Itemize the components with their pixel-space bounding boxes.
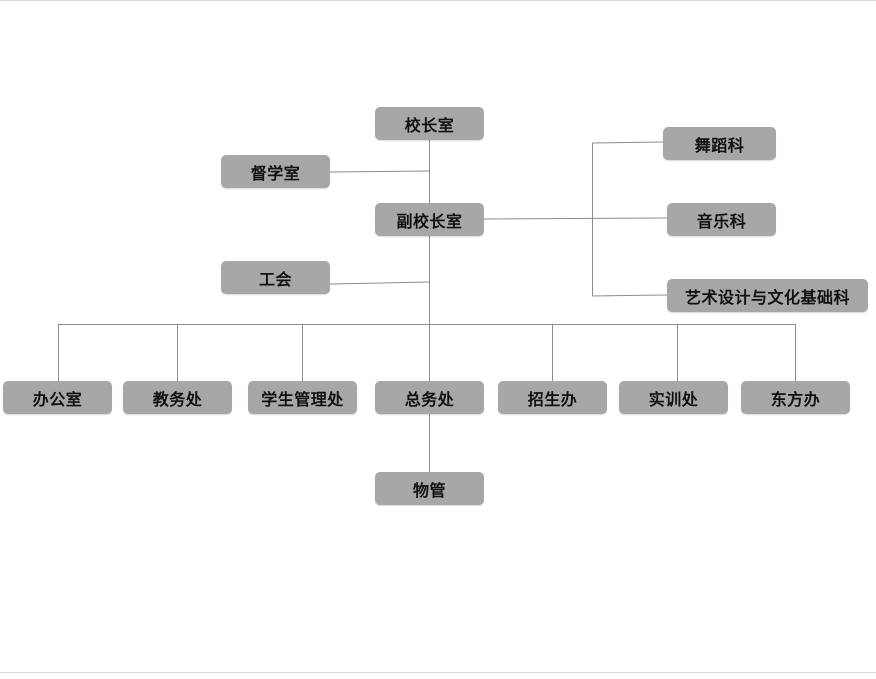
admission-office-box: 招生办	[498, 381, 607, 414]
office-box: 办公室	[3, 381, 112, 414]
dance-department-box: 舞蹈科	[663, 127, 776, 160]
dance-connector	[592, 141, 664, 144]
art-connector	[592, 294, 668, 297]
vice-principal-office-box: 副校长室	[375, 203, 484, 236]
principal-office-box: 校长室	[375, 107, 484, 140]
supervision-office-box: 督学室	[221, 155, 330, 188]
art-design-department-box: 艺术设计与文化基础科	[667, 279, 868, 312]
student-affairs-box: 学生管理处	[248, 381, 357, 414]
union-box: 工会	[221, 261, 330, 294]
training-office-box: 实训处	[619, 381, 728, 414]
music-department-box: 音乐科	[667, 203, 776, 236]
academic-affairs-box: 教务处	[123, 381, 232, 414]
general-affairs-box: 总务处	[375, 381, 484, 414]
property-management-box: 物管	[375, 472, 484, 505]
vice-to-departments	[483, 217, 668, 220]
union-connector	[329, 281, 430, 285]
dongfang-office-box: 东方办	[741, 381, 850, 414]
supervision-connector	[329, 170, 430, 173]
